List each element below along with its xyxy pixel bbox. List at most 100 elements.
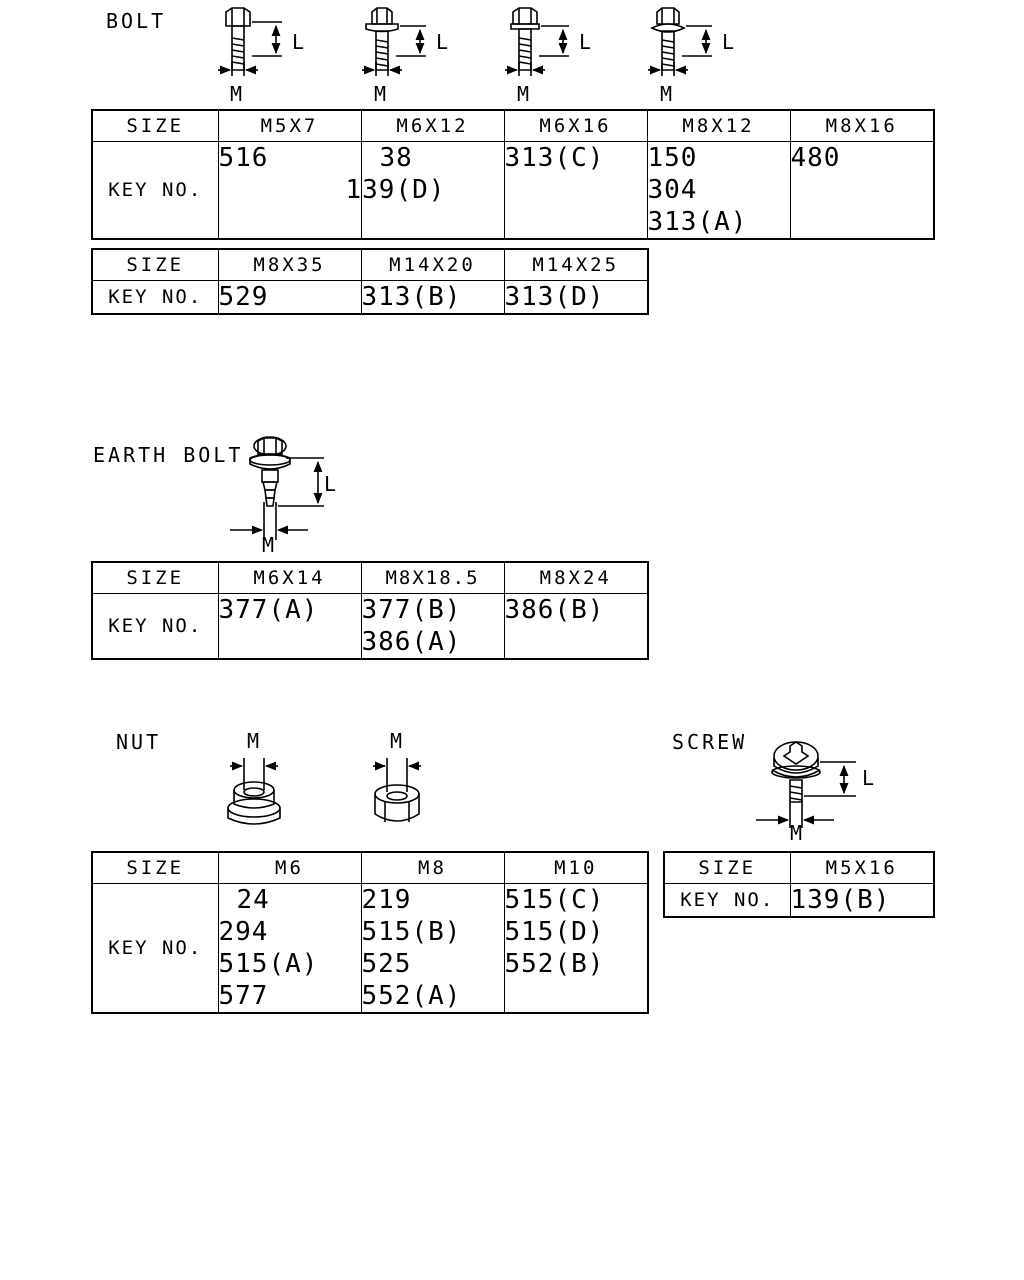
bolt-1-dim-m: M [230, 82, 246, 106]
nut-size-table: SIZE M6 M8 M10 KEY NO. 24 294 515(A) 577… [91, 851, 649, 1014]
size-cell: M6X14 [217, 561, 362, 594]
bolt-3-dim-l: L [579, 30, 595, 54]
key-cell: 313(C) [503, 141, 648, 240]
size-cell: M6 [217, 851, 362, 884]
key-cell: 529 [217, 280, 362, 315]
bolt-4-dim-l: L [722, 30, 738, 54]
key-number: 386(B) [504, 595, 605, 625]
earth-bolt-drawing [226, 432, 346, 556]
table-header-row: SIZE M5X16 [663, 851, 935, 884]
key-no-label: KEY NO. [91, 141, 219, 240]
key-number: 313(C) [504, 143, 605, 173]
key-number: 24 [236, 885, 270, 915]
bolt-2-dim-m: M [374, 82, 390, 106]
size-cell: M6X16 [503, 109, 648, 142]
key-number: 525 [361, 949, 412, 979]
key-number: 304 [647, 175, 698, 205]
key-number: 515(B) [361, 917, 462, 947]
bolt-hex-drawing [208, 4, 318, 106]
key-cell: 377(B) 386(A) [360, 593, 505, 660]
key-no-label: KEY NO. [663, 883, 791, 918]
key-cell: 377(A) [217, 593, 362, 660]
bolt-2-dim-l: L [436, 30, 452, 54]
key-cell: 38 139(D) [346, 141, 505, 240]
size-cell: M6X12 [360, 109, 505, 142]
key-cell: 515(C) 515(D) 552(B) [503, 883, 649, 1014]
earth-bolt-dim-m: M [262, 533, 278, 557]
key-number: 139(B) [790, 885, 891, 915]
size-cell: M8X16 [789, 109, 935, 142]
key-number: 552(A) [361, 981, 462, 1011]
size-label: SIZE [91, 248, 219, 281]
nut-1-dim-m: M [247, 729, 263, 753]
key-number: 294 [218, 917, 269, 947]
screw-dim-l: L [862, 766, 878, 790]
key-number: 38 [379, 143, 413, 173]
key-number: 480 [790, 143, 841, 173]
table-header-row: SIZE M8X35 M14X20 M14X25 [91, 248, 649, 281]
size-label: SIZE [91, 109, 219, 142]
key-number: 139(D) [345, 175, 446, 205]
key-number: 516 [218, 143, 269, 173]
earth-bolt-dim-l: L [324, 472, 340, 496]
key-no-label: KEY NO. [91, 883, 219, 1014]
key-cell: 516 [217, 141, 362, 240]
size-cell: M8X18.5 [360, 561, 505, 594]
key-no-label: KEY NO. [91, 593, 219, 660]
key-cell: 386(B) [503, 593, 649, 660]
key-number: 377(B) [361, 595, 462, 625]
key-cell: 139(B) [789, 883, 935, 918]
size-cell: M8 [360, 851, 505, 884]
key-number: 150 [647, 143, 698, 173]
bolt-size-table: SIZE M5X7 M6X12 M6X16 M8X12 M8X16 KEY NO… [91, 109, 935, 240]
key-cell: 313(B) [360, 280, 505, 315]
size-cell: M10 [503, 851, 649, 884]
nut-flanged-drawing [220, 752, 292, 836]
earth-bolt-size-table: SIZE M6X14 M8X18.5 M8X24 KEY NO. 377(A) … [91, 561, 649, 660]
size-label: SIZE [663, 851, 791, 884]
size-label: SIZE [91, 561, 219, 594]
key-cell: 150 304 313(A) [646, 141, 791, 240]
key-number: 219 [361, 885, 412, 915]
nut-title: NUT [116, 730, 162, 754]
table-row: KEY NO. 529 313(B) 313(D) [91, 280, 649, 315]
screw-dim-m: M [790, 821, 806, 845]
key-number: 529 [218, 282, 269, 312]
table-header-row: SIZE M6X14 M8X18.5 M8X24 [91, 561, 649, 594]
nut-plain-drawing [365, 752, 437, 836]
bolt-1-dim-l: L [292, 30, 308, 54]
table-row: KEY NO. 139(B) [663, 883, 935, 918]
key-number: 515(C) [504, 885, 605, 915]
table-row: KEY NO. 24 294 515(A) 577 219 515(B) 525… [91, 883, 649, 1014]
table-row: KEY NO. 516 38 139(D) 313(C) 150 304 313… [91, 141, 935, 240]
key-cell: 480 [789, 141, 935, 240]
size-cell: M14X20 [360, 248, 505, 281]
bolt-dished-washer-drawing [638, 4, 748, 106]
size-cell: M5X16 [789, 851, 935, 884]
bolt-washer-drawing [495, 4, 605, 106]
bolt-3-dim-m: M [517, 82, 533, 106]
table-row: KEY NO. 377(A) 377(B) 386(A) 386(B) [91, 593, 649, 660]
bolt-title: BOLT [106, 9, 167, 33]
key-cell: 24 294 515(A) 577 [217, 883, 362, 1014]
screw-size-table: SIZE M5X16 KEY NO. 139(B) [663, 851, 935, 918]
bolt-4-dim-m: M [660, 82, 676, 106]
key-number: 313(B) [361, 282, 462, 312]
key-number: 577 [218, 981, 269, 1011]
key-number: 386(A) [361, 627, 462, 657]
key-number: 377(A) [218, 595, 319, 625]
key-number: 515(D) [504, 917, 605, 947]
bolt-flanged-drawing [352, 4, 462, 106]
key-number: 515(A) [218, 949, 319, 979]
nut-2-dim-m: M [390, 729, 406, 753]
key-number: 313(A) [647, 207, 748, 237]
key-number: 552(B) [504, 949, 605, 979]
earth-bolt-title: EARTH BOLT [93, 443, 244, 467]
size-cell: M8X35 [217, 248, 362, 281]
size-cell: M14X25 [503, 248, 649, 281]
table-header-row: SIZE M6 M8 M10 [91, 851, 649, 884]
key-cell: 313(D) [503, 280, 649, 315]
size-cell: M8X24 [503, 561, 649, 594]
size-label: SIZE [91, 851, 219, 884]
key-no-label: KEY NO. [91, 280, 219, 315]
